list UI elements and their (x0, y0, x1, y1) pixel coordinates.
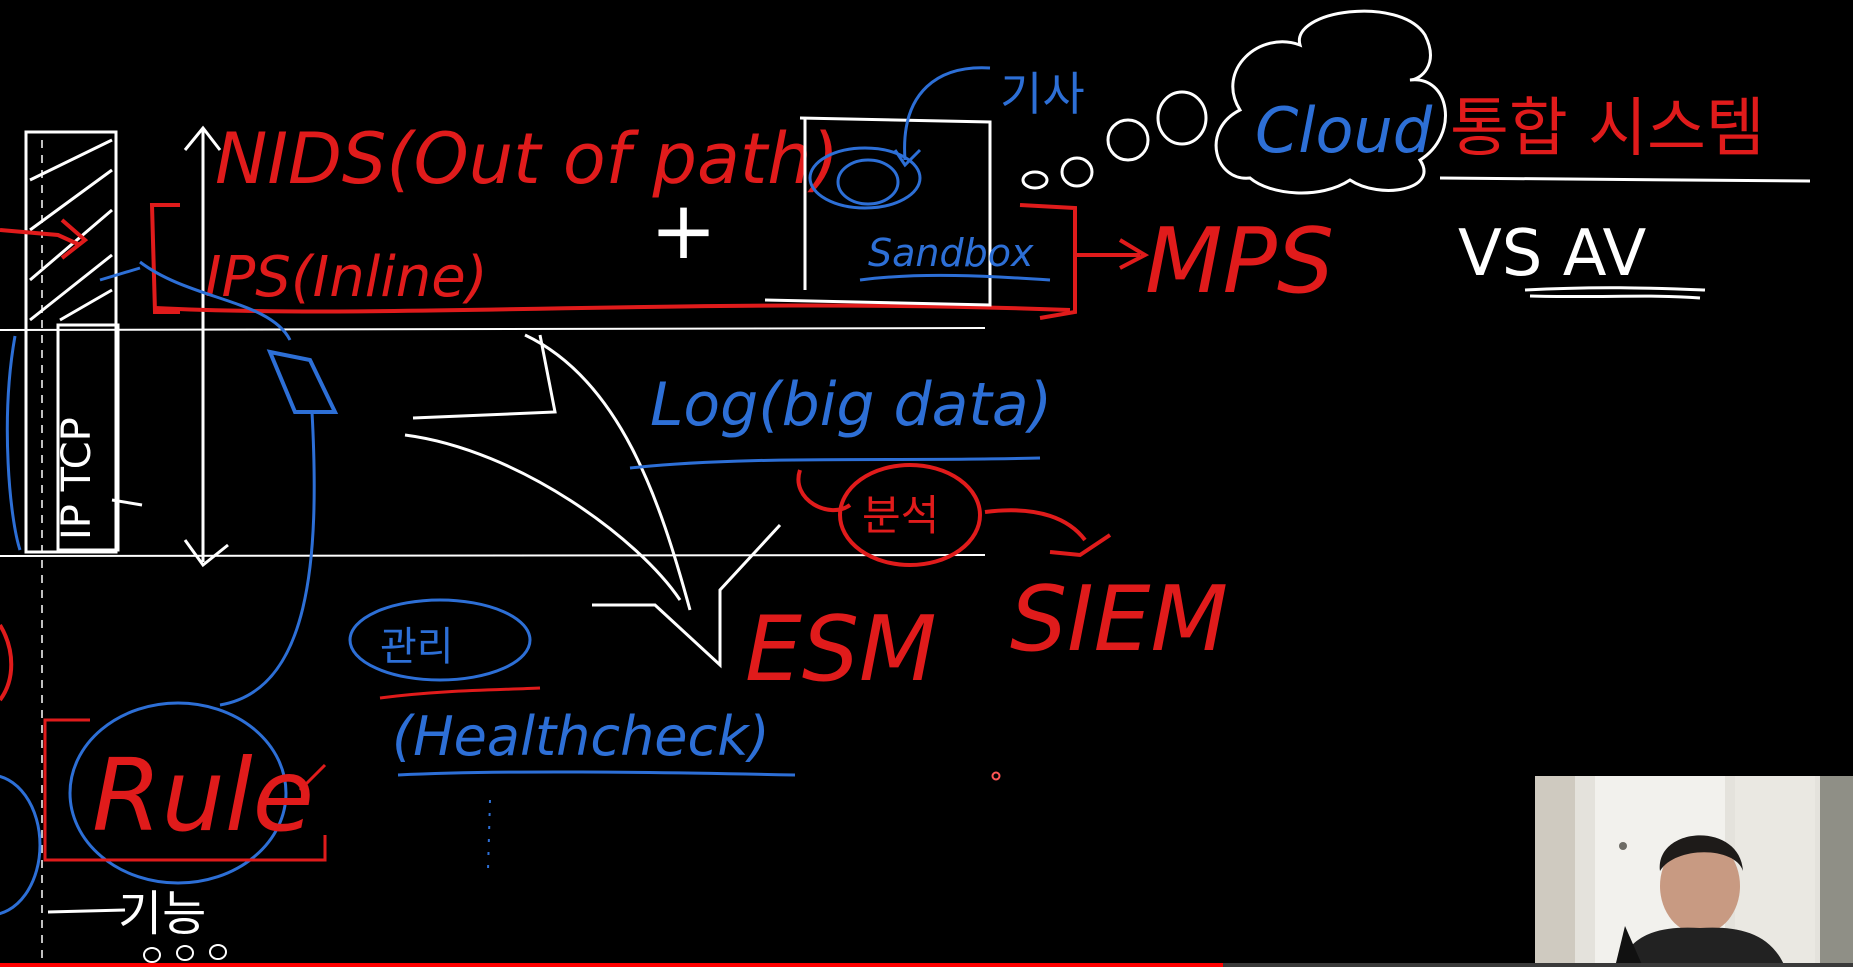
management-korean-label: 관리 (380, 624, 454, 670)
korean-top-label: 기사 (1000, 67, 1085, 121)
nids-label: NIDS(Out of path) (215, 118, 839, 200)
rule-red-bracket (43, 718, 327, 862)
webcam-overlay (1535, 776, 1853, 967)
video-progress-bar[interactable] (0, 963, 1853, 967)
sandbox-box (764, 66, 1051, 307)
analysis-circle (838, 463, 982, 567)
ips-bracket (0, 203, 1077, 320)
video-progress-fill (0, 963, 1223, 967)
connector-circles (1021, 90, 1208, 190)
korean-integrated-label: 통합 시스템 (1450, 92, 1765, 166)
bottom-white-arrow (47, 908, 126, 914)
management-circle (348, 598, 532, 682)
esm-label: ESM (745, 597, 937, 702)
presenter-video (1535, 776, 1853, 967)
dotted-trail (487, 799, 491, 871)
korean-underline (1439, 176, 1811, 183)
blue-flow-arrows (5, 260, 339, 707)
analysis-scribble (796, 469, 852, 512)
bottom-korean-label: 기능 (118, 886, 206, 942)
left-blue-circle (0, 774, 42, 916)
bottom-guide-line (0, 554, 986, 557)
white-flow-arrows (404, 333, 782, 669)
siem-arrow (984, 508, 1112, 558)
rule-circle (68, 701, 288, 885)
siem-label: SIEM (1010, 567, 1228, 672)
healthcheck-label: (Healthcheck) (392, 705, 770, 768)
management-red-underline (379, 686, 541, 700)
mps-arrow (1075, 238, 1150, 270)
mps-label: MPS (1145, 209, 1334, 314)
healthcheck-underline (397, 770, 796, 777)
range-arrow (183, 125, 229, 568)
protocol-stack-box (24, 130, 143, 554)
vs-av-underline (1524, 286, 1706, 300)
pen-cursor (991, 771, 1001, 781)
ip-tcp-label: IP TCP (54, 417, 100, 540)
bottom-small-circles (143, 944, 227, 963)
ips-label: IPS(Inline) (205, 245, 488, 310)
log-underline (629, 456, 1041, 470)
cloud-shape (1214, 9, 1447, 195)
top-guide-line (0, 327, 986, 331)
analysis-korean-label: 분석 (862, 491, 939, 540)
rule-label: Rule (92, 737, 314, 854)
sandbox-label: Sandbox (868, 231, 1034, 275)
vs-av-label: VS AV (1458, 217, 1646, 291)
cloud-label: Cloud (1255, 94, 1433, 167)
log-label: Log(big data) (650, 370, 1052, 440)
left-red-mark (0, 623, 14, 702)
plus-label: + (650, 184, 717, 277)
